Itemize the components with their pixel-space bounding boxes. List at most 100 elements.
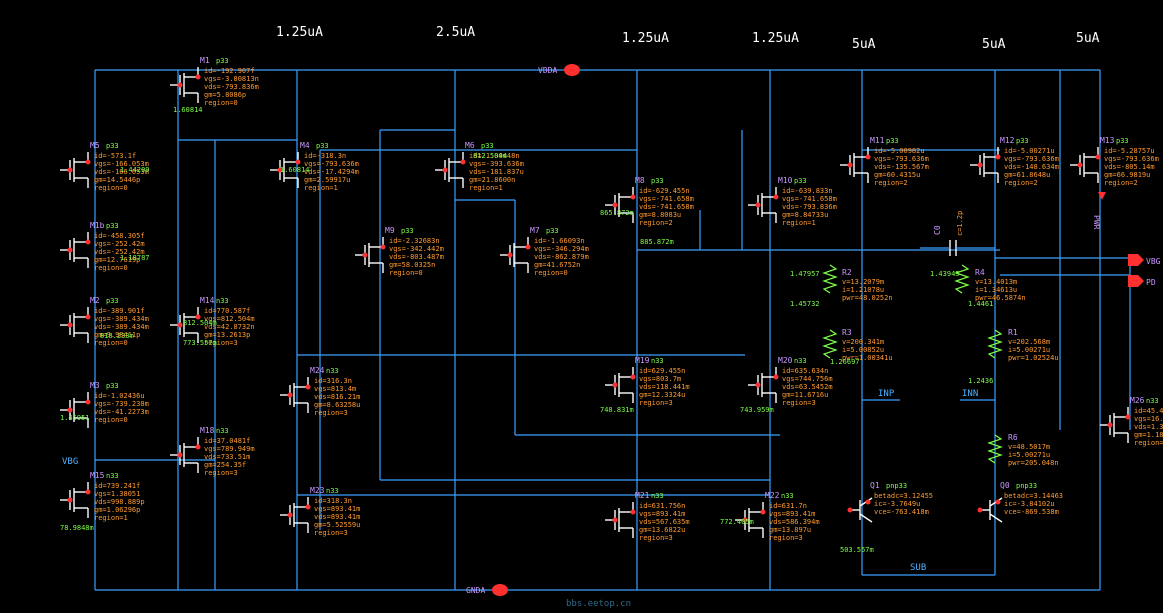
device-param: region=3 xyxy=(782,399,816,407)
node-voltage: 812.504m xyxy=(183,319,217,327)
device-param: gm=12.3324u xyxy=(639,391,685,399)
device-name: M20 xyxy=(778,356,793,365)
device-param: region=0 xyxy=(94,339,128,347)
device-model: p33 xyxy=(886,137,899,145)
node-voltage: 1.26697 xyxy=(830,358,860,366)
vbg-out-label: VBG xyxy=(1146,257,1161,266)
transistor-m1 xyxy=(170,67,201,103)
device-name: M21 xyxy=(635,491,650,500)
device-model: p33 xyxy=(106,222,119,230)
resistor-r4 xyxy=(954,264,970,294)
device-model: n33 xyxy=(794,357,807,365)
terminal-dot xyxy=(742,517,748,523)
device-model: pnp33 xyxy=(886,482,907,490)
transistor-m7 xyxy=(500,237,531,273)
cap-name: C0 xyxy=(933,225,942,235)
gnd-label: GNDA xyxy=(466,586,485,595)
device-param: region=2 xyxy=(1004,179,1038,187)
device-param: id=-1.02436u xyxy=(94,392,145,400)
resistor-name: R3 xyxy=(842,328,852,337)
device-param: vds=893.41m xyxy=(314,513,360,521)
device-model: p33 xyxy=(316,142,329,150)
transistor-m20 xyxy=(748,367,779,403)
device-param: id=631.7n xyxy=(769,502,807,510)
terminal-dot xyxy=(865,154,871,160)
terminal-dot xyxy=(865,499,871,505)
device-model: n33 xyxy=(106,472,119,480)
terminal-dot xyxy=(295,159,301,165)
transistor-m24 xyxy=(280,377,311,413)
terminal-dot xyxy=(67,322,73,328)
device-param: vgs=-166.053m xyxy=(94,160,149,168)
device-name: M19 xyxy=(635,356,650,365)
terminal-dot xyxy=(85,489,91,495)
device-param: region=0 xyxy=(94,264,128,272)
terminal-dot xyxy=(612,382,618,388)
device-param: gm=1.06296p xyxy=(94,506,140,514)
device-param: gm=8.63258u xyxy=(314,401,360,409)
device-param: vds=816.21m xyxy=(314,393,360,401)
terminal-dot xyxy=(630,194,636,200)
terminal-dot xyxy=(1107,422,1113,428)
capacitor-c0 xyxy=(920,240,995,256)
device-param: vgs=803.7m xyxy=(639,375,681,383)
device-param: region=3 xyxy=(769,534,803,542)
node-voltage: 1.4461 xyxy=(968,300,993,308)
device-param: vgs=16.5136n xyxy=(1134,415,1163,423)
device-param: region=1 xyxy=(304,184,338,192)
device-param: betadc=3.14463 xyxy=(1004,492,1063,500)
terminal-dot xyxy=(177,322,183,328)
device-param: id=-5.28757u xyxy=(1104,147,1155,155)
transistor-m22 xyxy=(735,502,766,538)
transistor-m19 xyxy=(605,367,636,403)
device-name: M10 xyxy=(778,176,793,185)
device-param: vgs=-793.636m xyxy=(1004,155,1059,163)
device-param: vds=118.441m xyxy=(639,383,690,391)
resistor-param: v=200.341m xyxy=(842,338,884,346)
resistor-r6 xyxy=(987,434,1003,464)
inp-label: INP xyxy=(878,389,895,399)
node-voltage: 1.43945 xyxy=(930,270,960,278)
device-param: region=3 xyxy=(639,399,673,407)
device-param: vgs=-793.636m xyxy=(304,160,359,168)
device-param: region=0 xyxy=(1134,439,1163,447)
device-param: vds=-41.2273m xyxy=(94,408,149,416)
device-param: vds=-166.053m xyxy=(94,168,149,176)
device-param: gm=12.7619p xyxy=(94,256,140,264)
current-labels: 1.25uA 2.5uA 1.25uA 1.25uA 5uA 5uA 5uA xyxy=(276,25,1100,52)
device-param: vgs=-741.658m xyxy=(782,195,837,203)
terminal-dot xyxy=(847,162,853,168)
terminal-dot xyxy=(442,167,448,173)
device-model: n33 xyxy=(326,487,339,495)
device-param: region=1 xyxy=(469,184,503,192)
net-wires xyxy=(95,129,1130,576)
device-param: vgs=893.41m xyxy=(639,510,685,518)
device-param: region=3 xyxy=(639,534,673,542)
current-label: 5uA xyxy=(1076,31,1100,46)
terminal-dot xyxy=(612,202,618,208)
device-param: vds=-793.836m xyxy=(204,83,259,91)
terminal-dot xyxy=(773,194,779,200)
device-param: vds=-741.658m xyxy=(639,203,694,211)
device-param: id=-573.1f xyxy=(94,152,136,160)
terminal-dot xyxy=(525,244,531,250)
resistor-param: v=13.2079m xyxy=(842,278,884,286)
device-param: region=0 xyxy=(534,269,568,277)
current-label: 1.25uA xyxy=(752,31,799,46)
device-param: region=1 xyxy=(782,219,816,227)
terminal-dot xyxy=(305,504,311,510)
device-param: vgs=-342.442m xyxy=(389,245,444,253)
pd-pin xyxy=(1128,275,1144,287)
transistor-m14 xyxy=(170,307,201,343)
device-param: vgs=-739.238m xyxy=(94,400,149,408)
device-param: vds=42.8732n xyxy=(204,323,255,331)
device-param: vds=733.51m xyxy=(204,453,250,461)
transistor-q0 xyxy=(977,497,1003,523)
device-param: vgs=-252.42m xyxy=(94,240,145,248)
device-name: Q1 xyxy=(870,481,880,490)
device-model: p33 xyxy=(481,142,494,150)
terminal-dot xyxy=(995,154,1001,160)
gnd-pin xyxy=(492,584,508,596)
terminal-dot xyxy=(977,507,983,513)
